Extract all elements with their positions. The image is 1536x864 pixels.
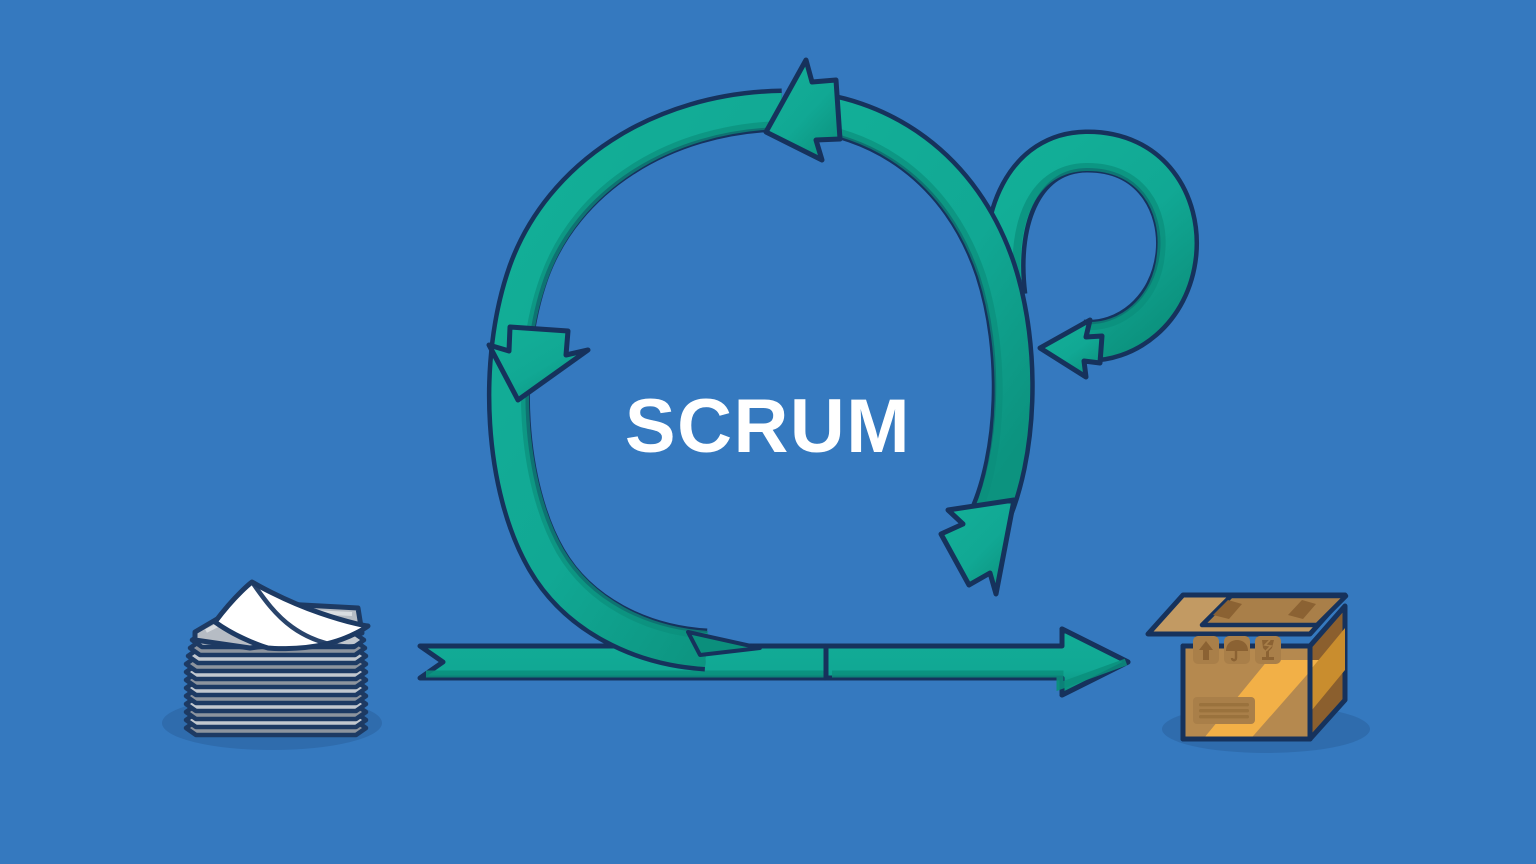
flow-arrow-overlap xyxy=(823,626,1131,698)
sprint-loop-inner-shade xyxy=(1012,162,1166,331)
fragile-icon-crack xyxy=(1263,639,1273,652)
this-side-up-icon xyxy=(1199,641,1213,660)
scrum-cycle-arrow xyxy=(486,57,1035,672)
cycle-arrowhead-left xyxy=(486,324,591,403)
box-label-line-1 xyxy=(1199,703,1249,707)
sprint-loop-body xyxy=(987,133,1195,359)
flow-arrow-right-segment xyxy=(823,626,1131,698)
box-label-line-2 xyxy=(1199,709,1249,713)
keep-dry-icon-canopy xyxy=(1226,640,1248,651)
box-label-line-3 xyxy=(1199,715,1249,719)
cycle-arrowhead-top xyxy=(763,57,843,163)
shipping-box xyxy=(1145,592,1349,742)
cycle-arc-right-shade xyxy=(789,121,1003,518)
cycle-arc-left xyxy=(491,93,783,667)
page-title: SCRUM xyxy=(624,384,912,469)
paper-curl-fold xyxy=(250,580,357,649)
box-tape-tab-left xyxy=(1213,600,1242,619)
cycle-arc-tail xyxy=(686,630,762,657)
paper-stack xyxy=(183,579,371,738)
box-tape-side xyxy=(1312,622,1345,710)
cycle-arrowhead-lower-right xyxy=(938,497,1017,597)
box-tape-tab-right xyxy=(1288,600,1316,619)
keep-dry-icon-handle xyxy=(1230,651,1238,662)
flow-arrow-right-shade xyxy=(832,658,1128,691)
box-address-label xyxy=(1193,697,1255,724)
sprint-loop-arrowhead xyxy=(1037,317,1105,380)
sprint-repeat-loop xyxy=(982,129,1200,380)
box-handling-icons xyxy=(1193,636,1281,664)
cycle-arc-right xyxy=(789,93,1031,528)
